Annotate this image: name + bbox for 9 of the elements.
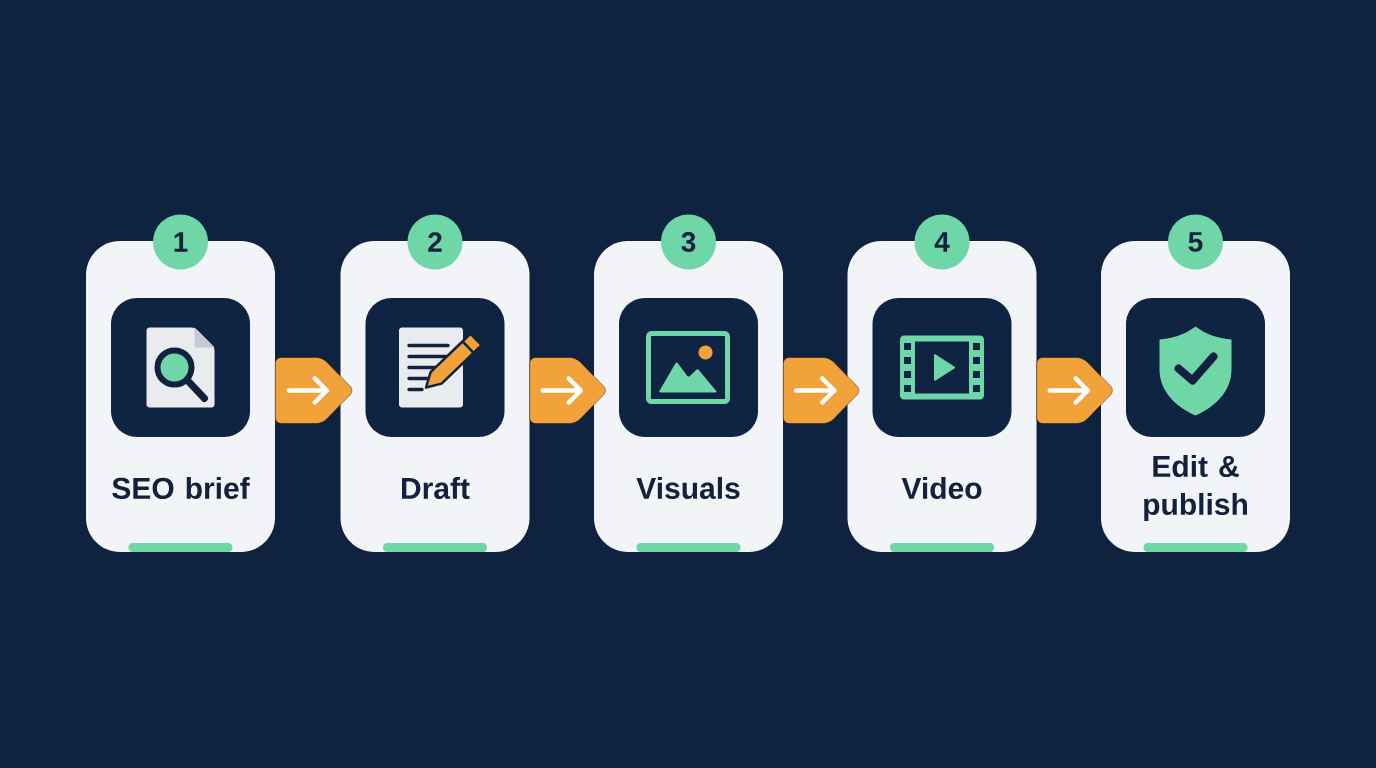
chevron-arrow [783, 357, 860, 424]
chevron-arrow [275, 357, 353, 424]
number-badge: 4 [914, 214, 970, 270]
number-badge: 5 [1168, 214, 1223, 270]
number-badge: 3 [661, 214, 716, 270]
number-badge: 2 [407, 214, 463, 270]
chevron-arrow [529, 357, 606, 424]
chevron-arrow [1036, 357, 1113, 424]
number-badge: 1 [153, 214, 208, 270]
